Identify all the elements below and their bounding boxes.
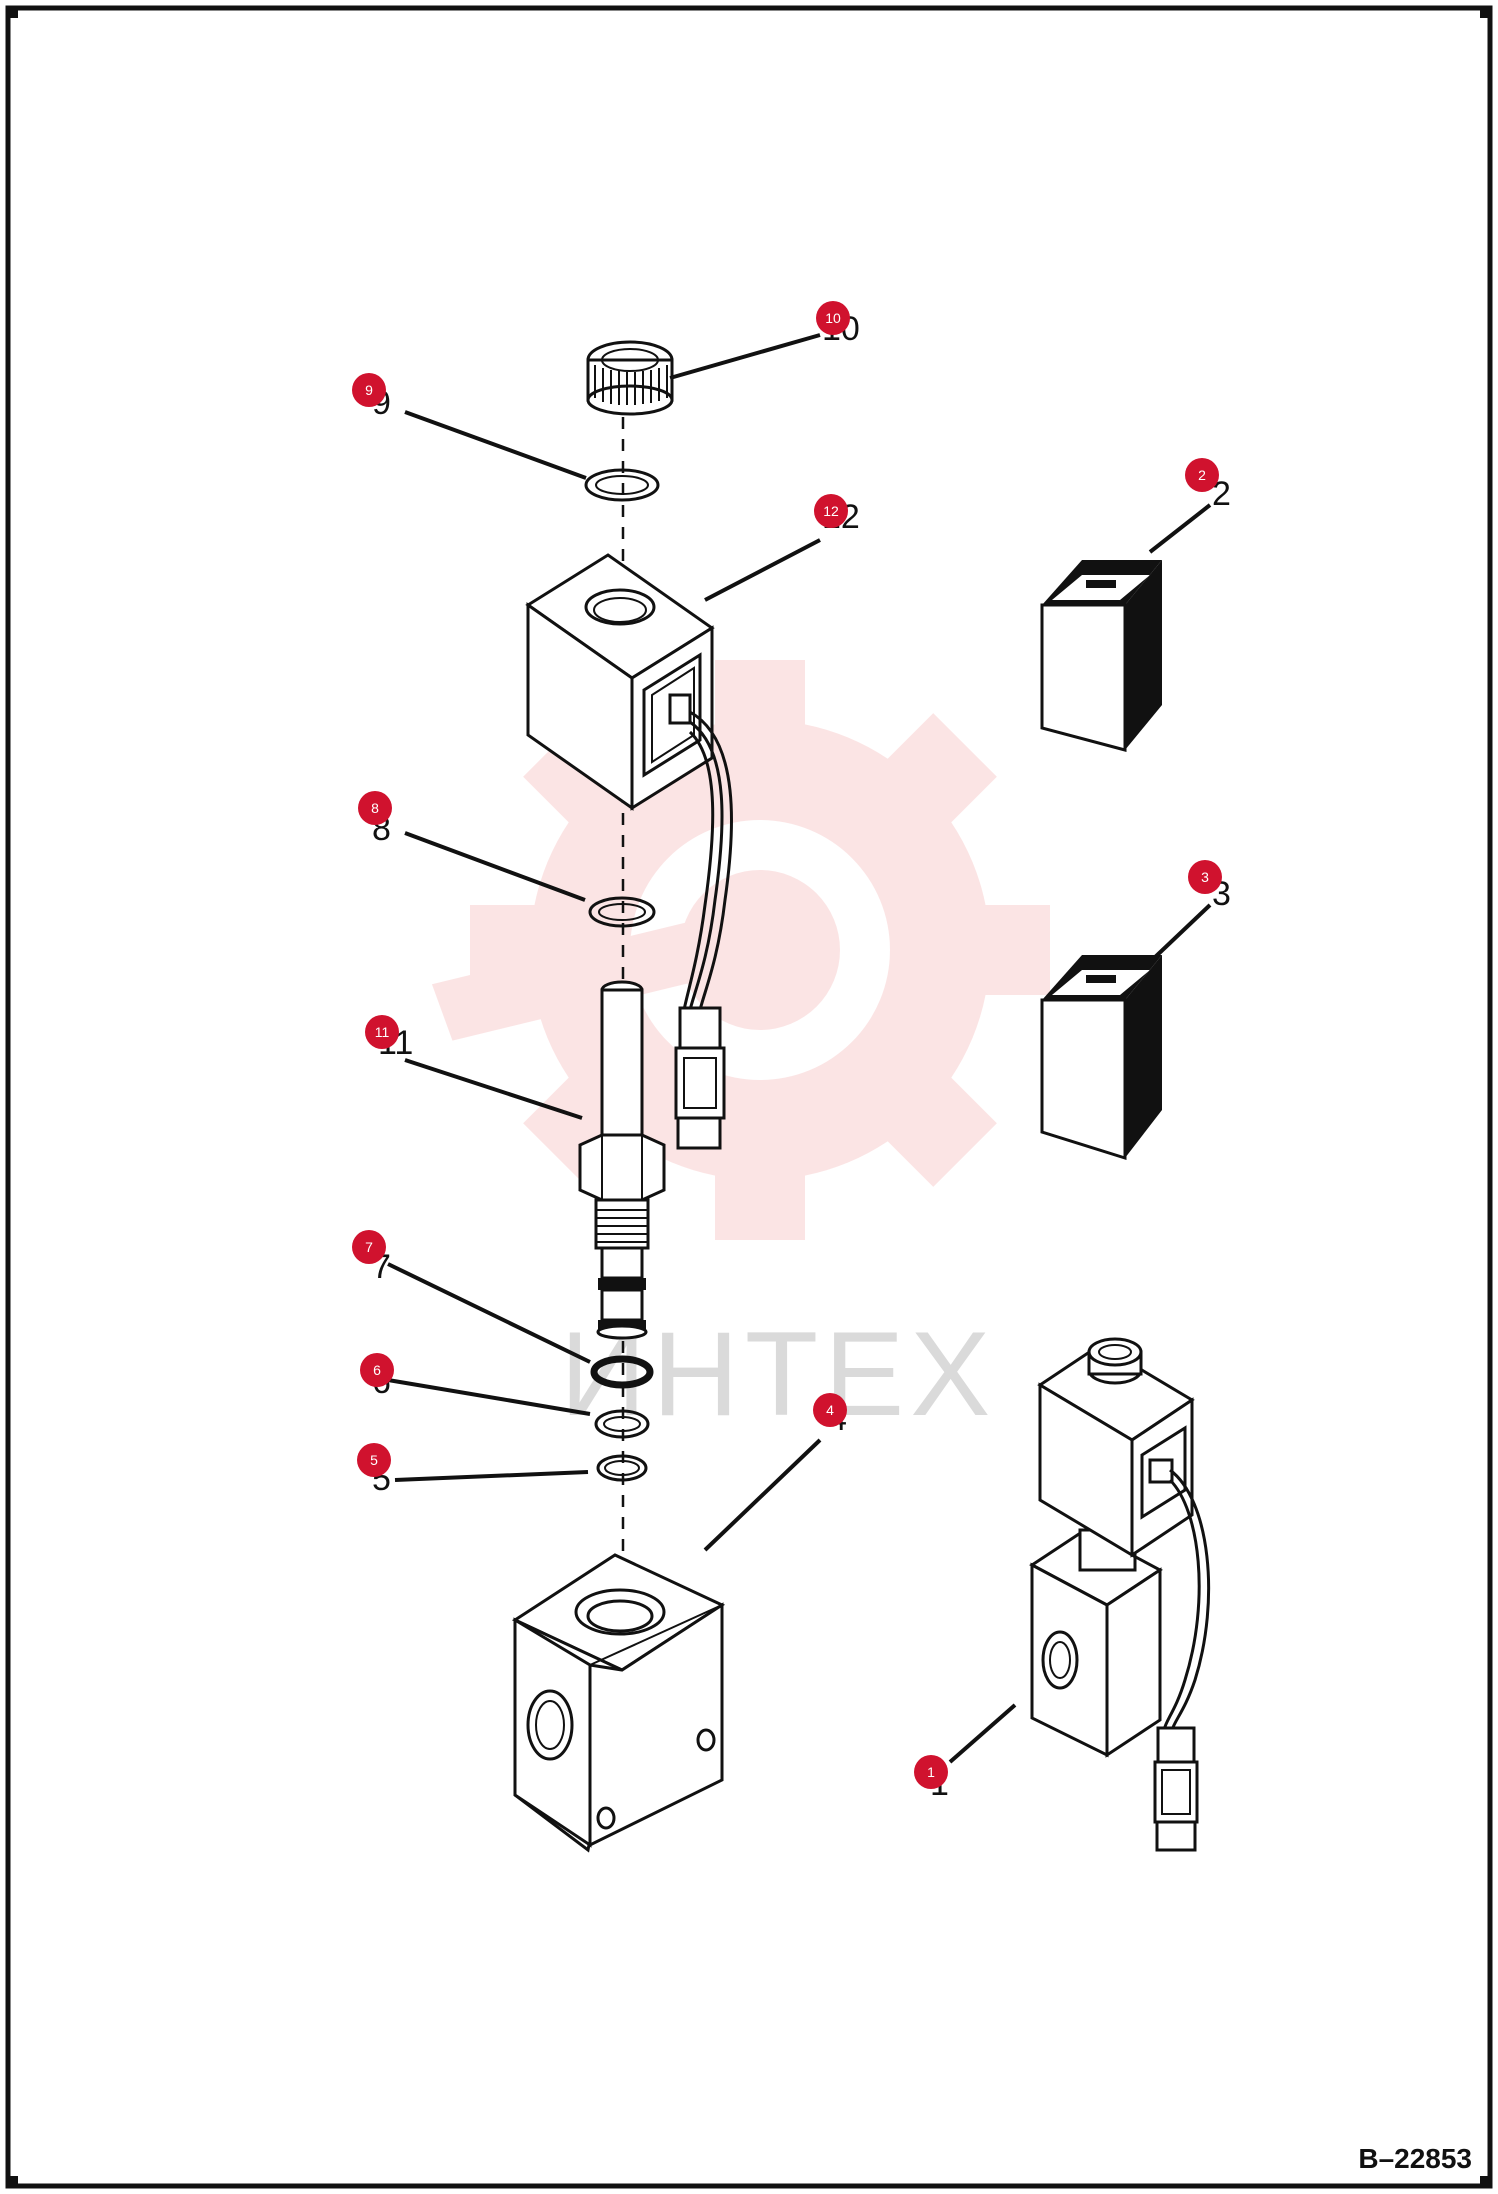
callout-10[interactable]: 10 (816, 301, 850, 335)
svg-text:2: 2 (1212, 475, 1231, 513)
svg-text:10: 10 (825, 310, 841, 326)
part-7-o-ring (590, 1355, 654, 1389)
corner-mark-bl (6, 2176, 18, 2188)
svg-text:5: 5 (370, 1452, 378, 1468)
callout-2[interactable]: 2 (1185, 458, 1219, 492)
part-3-coil (1040, 955, 1162, 1161)
part-9-o-ring (584, 468, 660, 502)
leader-8 (404, 831, 586, 902)
callout-4[interactable]: 4 (813, 1393, 847, 1427)
svg-text:1: 1 (927, 1764, 935, 1780)
svg-text:7: 7 (365, 1239, 373, 1255)
part-1-valve-assembly (1029, 1337, 1211, 1852)
svg-text:3: 3 (1201, 869, 1209, 885)
callout-6[interactable]: 6 (360, 1353, 394, 1387)
part-10-coil-nut (586, 340, 674, 416)
part-6-backup-ring (594, 1409, 650, 1439)
svg-text:12: 12 (823, 503, 839, 519)
part-5-o-ring (596, 1454, 648, 1482)
leader-2 (1148, 503, 1212, 554)
part-12-wire-plug (674, 1006, 726, 1150)
callout-7[interactable]: 7 (352, 1230, 386, 1264)
svg-text:2: 2 (1198, 467, 1206, 483)
part-2-coil (1040, 560, 1162, 752)
part-4-valve-body (511, 1553, 726, 1853)
svg-text:11: 11 (375, 1024, 390, 1040)
callout-12[interactable]: 12 (814, 494, 848, 528)
corner-mark-tl (6, 6, 18, 18)
svg-text:9: 9 (365, 382, 373, 398)
leader-7 (387, 1262, 591, 1364)
svg-text:6: 6 (373, 1362, 381, 1378)
page-border (5, 5, 1493, 2189)
leader-9 (404, 410, 587, 480)
svg-text:8: 8 (371, 800, 379, 816)
callout-5[interactable]: 5 (357, 1443, 391, 1477)
part-11-cartridge-valve (578, 980, 666, 1340)
callout-11[interactable]: 11 (365, 1015, 399, 1049)
corner-mark-tr (1480, 6, 1492, 18)
leader-6 (387, 1378, 591, 1416)
leader-5 (394, 1470, 589, 1482)
callout-1[interactable]: 1 (914, 1755, 948, 1789)
leader-4 (703, 1438, 822, 1552)
leader-1 (948, 1703, 1017, 1764)
part-12-solenoid-coil (525, 553, 733, 1011)
leader-12 (704, 538, 821, 602)
drawing-number: B–22853 (1358, 2143, 1472, 2174)
svg-text:4: 4 (826, 1402, 834, 1418)
callout-3[interactable]: 3 (1188, 860, 1222, 894)
part-8-o-ring (588, 896, 656, 928)
corner-mark-br (1480, 2176, 1492, 2188)
leader-3 (1150, 903, 1212, 962)
leader-10 (669, 333, 821, 380)
callout-9[interactable]: 9 (352, 373, 386, 407)
leader-11 (404, 1058, 583, 1120)
callout-8[interactable]: 8 (358, 791, 392, 825)
